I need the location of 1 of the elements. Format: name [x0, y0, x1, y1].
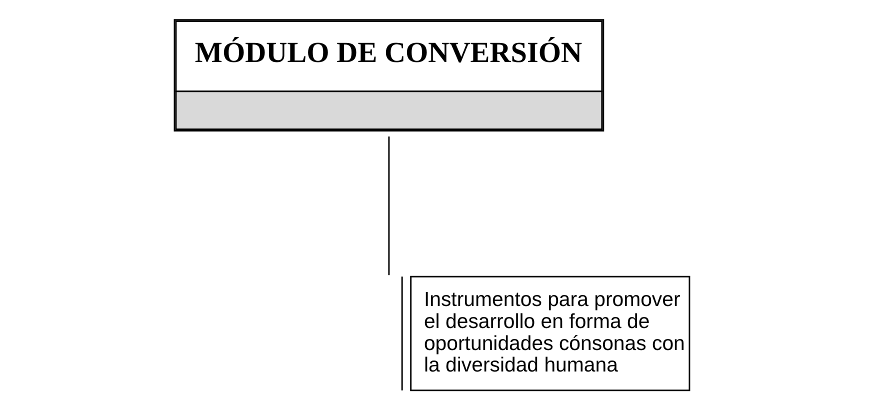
connector	[388, 136, 390, 276]
